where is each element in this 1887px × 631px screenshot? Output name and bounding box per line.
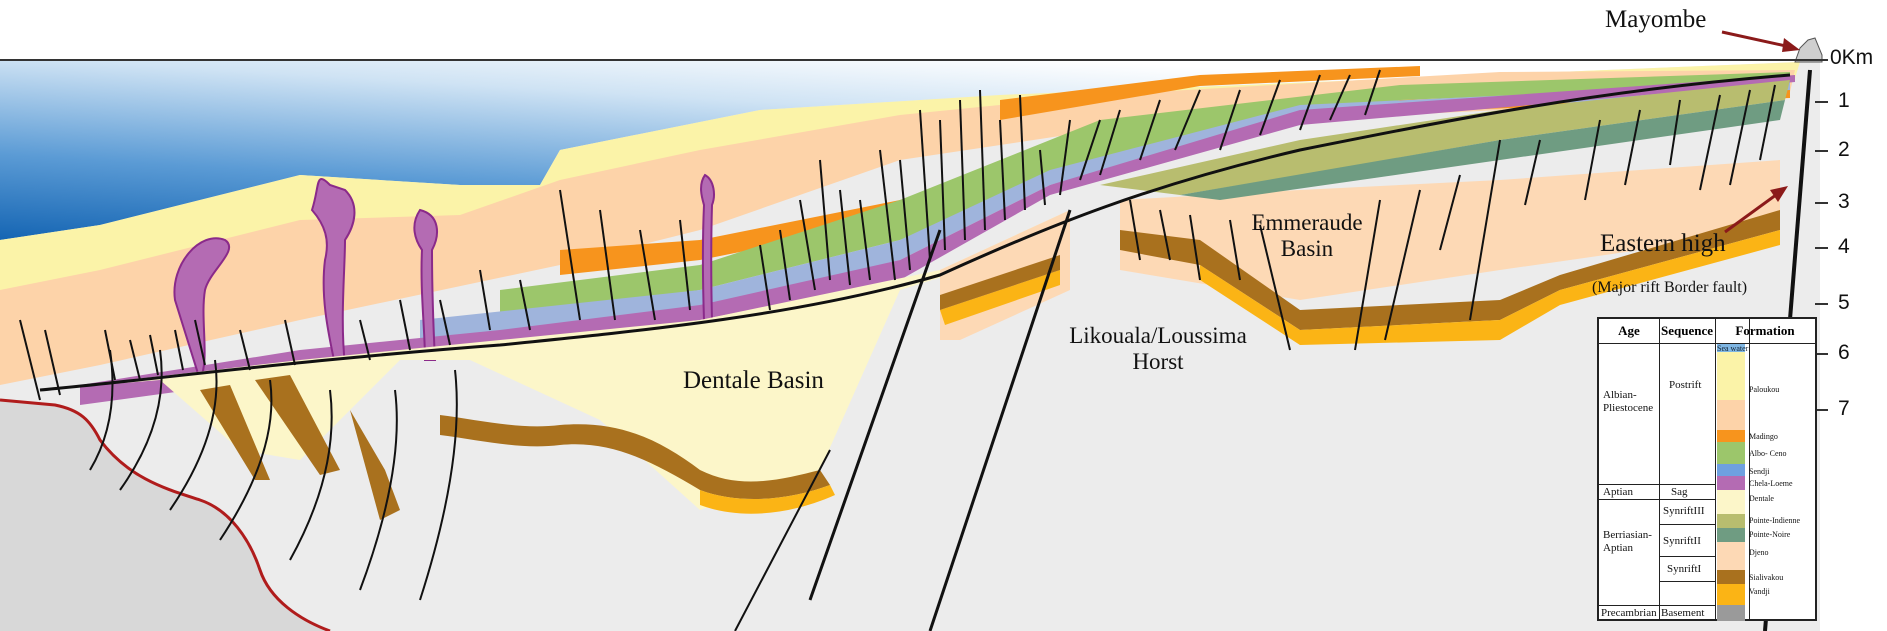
legend-fm-albo-ceno: Albo- Ceno xyxy=(1749,449,1787,458)
legend-fm-madingo: Madingo xyxy=(1749,432,1778,441)
label-eastern-high-note: (Major rift Border fault) xyxy=(1592,279,1748,296)
label-emmeraude-line1: Emmeraude xyxy=(1251,210,1363,235)
legend-fm-sendji: Sendji xyxy=(1749,467,1770,476)
swatch-madingo xyxy=(1717,430,1745,442)
legend-header-age: Age xyxy=(1618,323,1640,338)
legend-divider xyxy=(1715,319,1716,619)
legend-age-precambrian: Precambrian xyxy=(1601,607,1657,619)
depth-label-1: 1 xyxy=(1838,89,1850,112)
label-likouala-line1: Likouala/Loussima xyxy=(1069,323,1247,348)
label-dentale-basin: Dentale Basin xyxy=(683,367,824,394)
legend-seq-synrift3: SynriftIII xyxy=(1663,505,1705,517)
legend-divider xyxy=(1749,319,1750,619)
depth-label-6: 6 xyxy=(1838,341,1850,364)
swatch-basement xyxy=(1717,605,1745,621)
legend-header-formation: Formation xyxy=(1735,323,1795,338)
breakup-unconformity xyxy=(39,73,1791,392)
legend-fm-dentale: Dentale xyxy=(1749,494,1774,503)
legend-fm-pointe-noire: Pointe-Noire xyxy=(1749,530,1791,539)
horst-vandji xyxy=(940,270,1060,325)
fault-set-center xyxy=(759,69,1381,311)
layer-madingo-right xyxy=(1000,66,1420,120)
legend-fm-chela-loeme: Chela-Loeme xyxy=(1749,479,1793,488)
depth-label-7: 7 xyxy=(1838,397,1850,420)
depth-label-2: 2 xyxy=(1838,138,1850,161)
fault xyxy=(928,209,1072,631)
swatch-djeno xyxy=(1717,542,1745,570)
emmeraude-peach xyxy=(1120,160,1780,300)
horst-sialivakou xyxy=(940,255,1060,310)
emmeraude-sialivakou xyxy=(1120,210,1780,330)
legend-seq-basement: Basement xyxy=(1661,607,1705,619)
legend-fm-paloukou: Paloukou xyxy=(1749,385,1780,394)
depth-ticks xyxy=(1815,59,1828,411)
salt-diapir xyxy=(700,173,715,321)
swatch-paloukou-lower xyxy=(1717,400,1745,430)
legend-fm-sea-water: Sea water xyxy=(1717,344,1749,353)
legend-seq-postrift: Postrift xyxy=(1669,379,1702,391)
legend-table: Age Sequence Formation Albian-Pliestocen… xyxy=(1597,317,1817,621)
layer-sendji xyxy=(420,82,1790,340)
swatch-paloukou xyxy=(1717,352,1745,400)
label-mayombe: Mayombe xyxy=(1605,6,1707,33)
tilted-block-brown xyxy=(200,385,270,480)
fault xyxy=(734,449,831,631)
depth-label-3: 3 xyxy=(1838,190,1850,213)
basement-left xyxy=(0,400,330,631)
label-eastern-high: Eastern high xyxy=(1600,230,1726,257)
tilted-block-brown xyxy=(255,375,340,475)
mayombe-arrowhead xyxy=(1782,38,1800,52)
fault xyxy=(808,229,942,601)
salt-diapir xyxy=(310,178,356,366)
label-emmeraude-basin: Emmeraude Basin xyxy=(1232,210,1382,262)
tilted-block-brown xyxy=(350,410,400,520)
swatch-pointe-indienne xyxy=(1717,514,1745,528)
swatch-sea-water xyxy=(1717,344,1745,352)
swatch-pointe-noire xyxy=(1717,528,1745,542)
label-likouala-line2: Horst xyxy=(1132,349,1184,374)
legend-divider xyxy=(1599,343,1815,344)
legend-age-albian: Albian-Pliestocene xyxy=(1603,389,1654,414)
swatch-sialivakou xyxy=(1717,570,1745,584)
legend-age-aptian: Aptian xyxy=(1603,486,1633,498)
label-likouala-horst: Likouala/Loussima Horst xyxy=(1058,323,1258,375)
legend-seq-synrift2: SynriftII xyxy=(1663,535,1701,547)
mayombe-arrow xyxy=(1721,30,1796,50)
salt-diapir xyxy=(173,237,231,383)
swatch-dentale xyxy=(1717,490,1745,514)
layer-albo-ceno xyxy=(500,72,1790,320)
fault-set-right xyxy=(1129,84,1776,351)
eastern-high-arrowhead xyxy=(1770,186,1788,202)
swatch-sendji xyxy=(1717,464,1745,476)
legend-fm-djeno: Djeno xyxy=(1749,548,1769,557)
swatch-vandji xyxy=(1717,584,1745,605)
layer-pointe-noire-dark xyxy=(1180,100,1785,200)
layer-madingo xyxy=(560,88,1790,275)
border-fault-west xyxy=(0,398,331,631)
legend-divider xyxy=(1659,319,1660,619)
emmeraude-vandji xyxy=(1200,230,1780,345)
swatch-albo-ceno xyxy=(1717,442,1745,464)
depth-label-0: 0Km xyxy=(1830,46,1874,69)
label-emmeraude-line2: Basin xyxy=(1280,236,1334,261)
sea-water xyxy=(0,60,1800,240)
swatch-chela-loeme xyxy=(1717,476,1745,490)
legend-fm-pointe-indienne: Pointe-Indienne xyxy=(1749,516,1801,525)
legend-fm-sialivakou: Sialivakou xyxy=(1749,573,1784,582)
layer-sialivakou xyxy=(440,415,830,500)
mayombe-peak xyxy=(1794,37,1823,63)
legend-age-berriasian: Berriasian-Aptian xyxy=(1603,529,1652,554)
layer-pointe-noire xyxy=(1100,80,1790,195)
legend-fm-vandji: Vandji xyxy=(1749,587,1770,596)
legend-header-sequence: Sequence xyxy=(1661,323,1713,338)
depth-label-4: 4 xyxy=(1838,235,1850,258)
legend-seq-synrift1: SynriftI xyxy=(1667,563,1702,575)
legend-seq-sag: Sag xyxy=(1671,486,1688,498)
eastern-high-arrow xyxy=(1724,190,1781,234)
depth-label-5: 5 xyxy=(1838,291,1850,314)
fault-set-left xyxy=(19,189,691,601)
